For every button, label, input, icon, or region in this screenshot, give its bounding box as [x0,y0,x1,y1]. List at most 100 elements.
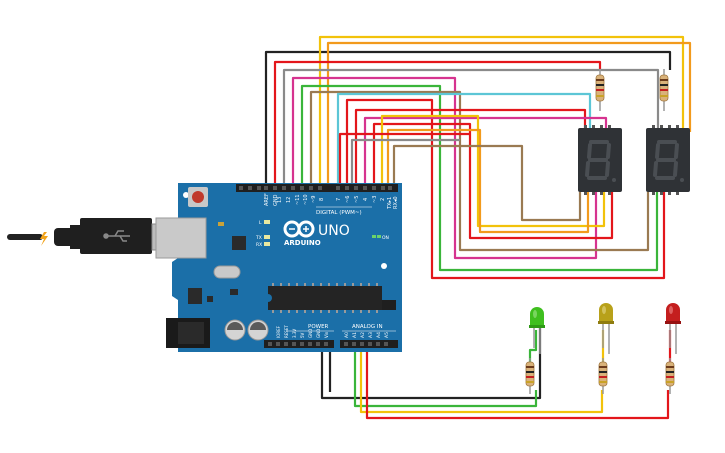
seven-segment-display-2[interactable]: 8 [646,125,690,195]
power-header [264,340,334,348]
resistor-display-2[interactable] [659,69,669,111]
pin-label-7: 7 [336,198,342,201]
wire-yellow-2 [380,114,606,228]
pin-label-rx0: RX◂0 [393,196,399,209]
digital-pin-labels: AREF GND 13 12 ~11 ~10 ~9 8 7 ~6 ~5 4 ~3… [264,193,399,210]
segments-1 [585,140,611,180]
arduino-uno-board[interactable]: AREF GND 13 12 ~11 ~10 ~9 8 7 ~6 ~5 4 ~3… [155,183,402,352]
pin-label-vin: Vin [324,331,329,338]
led-tx-label: TX [255,235,262,241]
seven-segment-display-1[interactable]: 8 [578,125,622,195]
pin-label-aref: AREF [264,193,270,206]
power-jack [166,318,210,348]
pin-label-10: ~10 [303,194,309,205]
capacitors [224,319,269,341]
wire-red-6 [345,98,666,280]
pin-label-a1: A1 [352,332,358,338]
digital-header [236,184,398,192]
digital-pwm-label: DIGITAL (PWM~) [316,210,362,216]
power-pin-labels: IOREF RESET 3.3V 5V GND GND Vin [276,325,329,338]
display-1-pins [584,125,611,195]
reset-button[interactable] [188,187,208,207]
wire-orange-top [326,41,692,190]
led-l-label: L [259,220,262,226]
pin-label-11: ~11 [295,194,301,205]
pin-label-a2: A2 [360,332,366,338]
segments-2 [653,140,679,180]
pin-label-gnd-1: GND [308,329,313,338]
arduino-logo: ARDUINO UNO [283,220,350,247]
power-header-pins [268,342,328,346]
pin-label-8: 8 [319,198,325,201]
power-label: POWER [308,324,329,330]
wires [264,35,692,420]
pin-label-3: ~3 [372,196,378,203]
pin-label-reset: RESET [284,325,289,338]
pin-label-9: ~9 [311,196,317,203]
pin-label-3v3: 3.3V [292,329,297,338]
led-green[interactable] [529,307,545,354]
usb-icon [103,230,130,242]
pin-label-a0: A0 [344,332,350,338]
pin-label-gnd: GND [273,194,279,206]
pin-label-5v: 5V [300,332,305,338]
pin-label-2: 2 [380,198,386,201]
wire-gray-12 [282,68,660,190]
wire-red-13 [273,60,602,190]
wire-magenta-4 [363,116,608,190]
arduino-brand: ARDUINO [284,239,321,247]
pin-label-6: ~6 [345,196,351,203]
display-2-digit: 8 [668,167,669,169]
pin-label-a5: A5 [384,332,390,338]
wire-brown-0 [392,144,582,222]
wire-green-10 [300,84,659,272]
wire-magenta-gray [350,138,460,190]
analog-label: ANALOG IN [352,324,383,330]
wire-red-0 [338,132,470,190]
wire-green-a0 [353,348,538,408]
pin-label-5: ~5 [354,196,360,203]
crystal [213,265,241,279]
led-yellow[interactable] [598,303,614,354]
wire-yellow-top [318,35,685,190]
pin-label-4: 4 [363,198,369,201]
pin-label-ioref: IOREF [276,325,281,338]
wire-black-gnd-bottom [320,328,542,400]
resistor-led-yellow[interactable] [598,358,608,394]
resistor-led-red[interactable] [665,358,675,394]
analog-pin-labels: A0 A1 A2 A3 A4 A5 [344,332,390,338]
pin-label-gnd-2: GND [316,329,321,338]
wire-red-a2 [365,348,670,420]
usb-jack [155,217,207,259]
wire-red-5 [354,108,587,190]
pin-label-13: 13 [277,197,283,203]
pin-label-12: 12 [286,197,292,203]
usb-chip [232,236,246,250]
analog-header-pins [344,342,388,346]
wire-magenta-11 [291,76,598,260]
resistor-led-green[interactable] [525,358,535,394]
digital-header-pins [239,186,392,190]
led-rx-label: RX [256,242,262,248]
display-2-pins [652,125,679,195]
status-leds: L TX RX ON [255,220,389,248]
lightning-icon [40,232,48,246]
wire-black-gnd [264,50,672,190]
on-label: ON [382,235,389,241]
wire-cyan-7 [336,92,592,190]
infinity-icon [283,220,315,238]
icsp-header [382,300,396,310]
atmega-chip [268,283,382,313]
wire-yellow-a1 [359,348,604,414]
resistor-display-1[interactable] [595,69,605,111]
led-red[interactable] [665,303,681,354]
wire-brown-9 [309,90,650,252]
pin-label-tx1: TX▸1 [387,197,393,210]
display-1-digit: 8 [600,167,601,169]
resistors [525,69,675,394]
board-model: UNO [318,223,350,239]
voltage-regulator [188,288,202,304]
pin-label-a3: A3 [368,332,374,338]
